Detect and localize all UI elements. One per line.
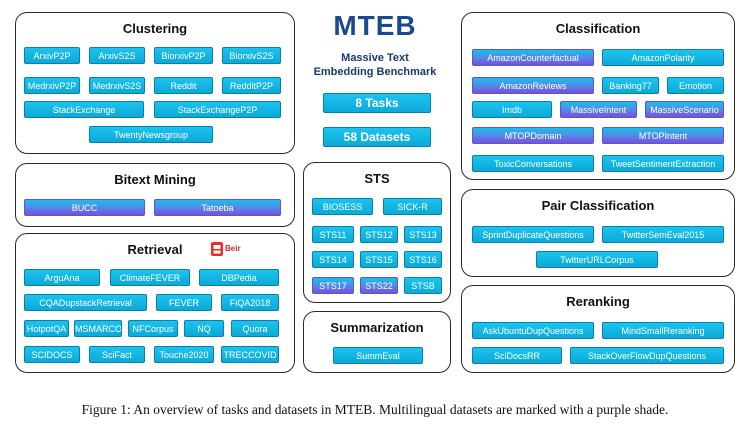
- dataset-chip: NQ: [184, 320, 224, 337]
- classification-title: Classification: [555, 21, 641, 36]
- dataset-chip: ArxivP2P: [24, 47, 80, 64]
- sts-title: STS: [364, 171, 390, 186]
- dataset-chip: MedrxivS2S: [89, 77, 145, 94]
- pair-classification-title: Pair Classification: [541, 198, 655, 213]
- dataset-chip: STS11: [312, 226, 354, 243]
- dataset-chip: ClimateFEVER: [110, 269, 190, 286]
- dataset-chip: ArxivS2S: [89, 47, 145, 64]
- dataset-chip: SciDocsRR: [472, 347, 562, 364]
- clustering-title: Clustering: [122, 21, 188, 36]
- summarization-panel: Summarization: [303, 311, 451, 373]
- dataset-chip: STS17: [312, 277, 354, 294]
- dataset-chip: FiQA2018: [221, 294, 279, 311]
- dataset-chip: STS12: [360, 226, 398, 243]
- dataset-chip: Reddit: [154, 77, 213, 94]
- dataset-chip: RedditP2P: [222, 77, 281, 94]
- figure-caption: Figure 1: An overview of tasks and datas…: [81, 402, 669, 417]
- dataset-chip: MTOPIntent: [602, 127, 724, 144]
- dataset-chip: FEVER: [156, 294, 212, 311]
- dataset-chip: Imdb: [472, 101, 552, 118]
- mteb-title: MTEB: [333, 10, 417, 41]
- classification-panel: Classification: [461, 12, 735, 180]
- dataset-chip: BUCC: [24, 199, 145, 216]
- dataset-chip: TwitterURLCorpus: [536, 251, 658, 268]
- datasets-count-badge: 58 Datasets: [323, 127, 431, 147]
- reranking-title: Reranking: [566, 294, 630, 309]
- dataset-chip: Banking77: [602, 77, 659, 94]
- dataset-chip: MassiveScenario: [645, 101, 724, 118]
- summarization-title: Summarization: [330, 320, 424, 335]
- dataset-chip: STS16: [404, 251, 442, 268]
- dataset-chip: BIOSESS: [312, 198, 373, 215]
- dataset-chip: SciFact: [89, 346, 145, 363]
- dataset-chip: HotpotQA: [24, 320, 69, 337]
- dataset-chip: SICK-R: [383, 198, 442, 215]
- dataset-chip: MTOPDomain: [472, 127, 594, 144]
- dataset-chip: SprintDuplicateQuestions: [472, 226, 594, 243]
- dataset-chip: SummEval: [333, 347, 423, 364]
- dataset-chip: NFCorpus: [128, 320, 178, 337]
- dataset-chip: SCIDOCS: [24, 346, 80, 363]
- dataset-chip: MindSmallReranking: [602, 322, 724, 339]
- dataset-chip: StackOverFlowDupQuestions: [570, 347, 724, 364]
- dataset-chip: Tatoeba: [154, 199, 281, 216]
- dataset-chip: Quora: [231, 320, 279, 337]
- retrieval-title: Retrieval: [127, 242, 183, 257]
- dataset-chip: BiorxivP2P: [154, 47, 213, 64]
- dataset-chip: TRECCOVID: [221, 346, 279, 363]
- dataset-chip: StackExchangeP2P: [154, 101, 281, 118]
- dataset-chip: AmazonPolarity: [602, 49, 724, 66]
- dataset-chip: StackExchange: [24, 101, 144, 118]
- dataset-chip: ArguAna: [24, 269, 100, 286]
- dataset-chip: Emotion: [667, 77, 724, 94]
- bitext-title: Bitext Mining: [114, 172, 196, 187]
- dataset-chip: STSB: [404, 277, 442, 294]
- dataset-chip: STS15: [360, 251, 398, 268]
- dataset-chip: STS13: [404, 226, 442, 243]
- dataset-chip: AskUbuntuDupQuestions: [472, 322, 594, 339]
- dataset-chip: CQADupstackRetrieval: [24, 294, 147, 311]
- dataset-chip: BiorxivS2S: [222, 47, 281, 64]
- dataset-chip: ToxicConversations: [472, 155, 594, 172]
- dataset-chip: MSMARCO: [74, 320, 122, 337]
- dataset-chip: TwitterSemEval2015: [602, 226, 724, 243]
- mteb-subtitle-1: Massive Text: [341, 52, 409, 64]
- dataset-chip: Touche2020: [154, 346, 214, 363]
- beir-logo-text: Beir: [225, 244, 241, 253]
- tasks-count-badge: 8 Tasks: [323, 93, 431, 113]
- dataset-chip: TwentyNewsgroup: [89, 126, 213, 143]
- dataset-chip: DBPedia: [199, 269, 279, 286]
- dataset-chip: TweetSentimentExtraction: [602, 155, 724, 172]
- beir-logo: Beir: [211, 242, 241, 256]
- dataset-chip: MassiveIntent: [560, 101, 637, 118]
- dataset-chip: MedrxivP2P: [24, 77, 80, 94]
- dataset-chip: STS14: [312, 251, 354, 268]
- bitext-panel: Bitext Mining: [15, 163, 295, 227]
- dataset-chip: AmazonCounterfactual: [472, 49, 594, 66]
- mteb-subtitle-2: Embedding Benchmark: [313, 66, 437, 78]
- dataset-chip: STS22: [360, 277, 398, 294]
- dataset-chip: AmazonReviews: [472, 77, 594, 94]
